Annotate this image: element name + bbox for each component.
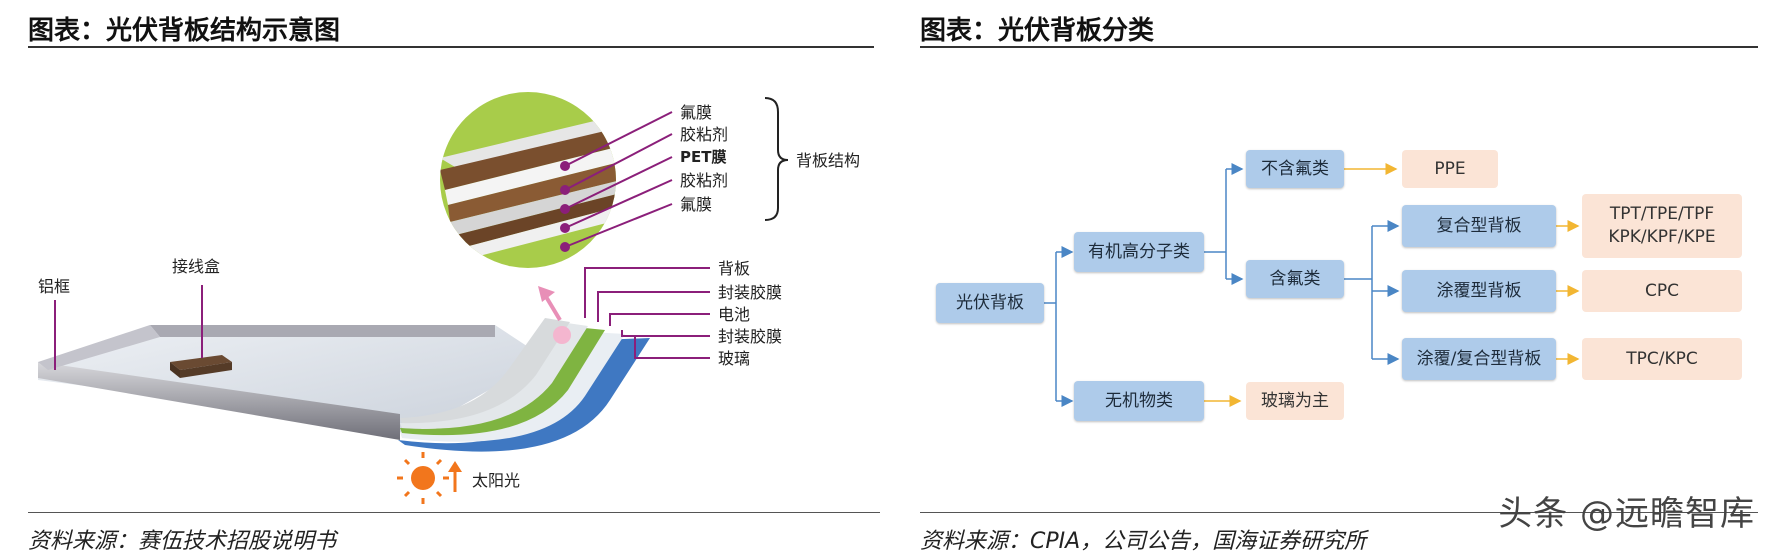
node-ppe: PPE (1402, 150, 1498, 188)
junction-box (170, 355, 232, 370)
watermark: 头条 @远瞻智库 (1498, 494, 1755, 534)
left-title-rule (28, 46, 874, 48)
label-sunlight: 太阳光 (472, 471, 520, 490)
node-tpt-group: TPT/TPE/TPF KPK/KPF/KPE (1582, 194, 1742, 258)
right-source-rule (920, 512, 1758, 513)
backsheet-layer (400, 318, 570, 424)
sun-icon (397, 452, 449, 504)
encapsulant-2-layer (400, 332, 625, 442)
node-tpt-line2: KPK/KPF/KPE (1608, 227, 1716, 247)
label-junction-box: 接线盒 (172, 257, 220, 276)
node-cpc: CPC (1582, 270, 1742, 312)
panel-surface (38, 325, 545, 438)
left-source-rule (28, 512, 880, 513)
right-source: 资料来源：CPIA，公司公告，国海证券研究所 (920, 529, 1367, 554)
right-title-rule (920, 46, 1758, 48)
left-source: 资料来源：赛伍技术招股说明书 (28, 529, 337, 554)
node-no-fluorine: 不含氟类 (1246, 150, 1344, 188)
label-pet-film: PET膜 (680, 148, 726, 166)
label-encapsulant-1: 封装胶膜 (718, 283, 782, 302)
label-cell: 电池 (718, 305, 750, 324)
node-coated-composite: 涂覆/复合型背板 (1402, 338, 1556, 380)
aluminum-frame-back (150, 325, 495, 337)
node-coated: 涂覆型背板 (1402, 270, 1556, 312)
label-backsheet: 背板 (718, 259, 750, 278)
aluminum-frame-front (38, 362, 400, 440)
label-fluoro-film-2: 氟膜 (680, 195, 712, 214)
label-glass: 玻璃 (718, 349, 750, 368)
up-arrow-icon (448, 461, 462, 492)
node-composite: 复合型背板 (1402, 205, 1556, 247)
label-backsheet-structure: 背板结构 (796, 151, 860, 170)
node-organic: 有机高分子类 (1074, 232, 1204, 272)
label-encapsulant-2: 封装胶膜 (718, 327, 782, 346)
backsheet-structure-diagram: 氟膜 胶粘剂 PET膜 胶粘剂 氟膜 背板结构 背板 封装胶膜 电池 封装胶膜 … (38, 92, 860, 504)
node-fluorine: 含氟类 (1246, 260, 1344, 298)
node-tpc: TPC/KPC (1582, 338, 1742, 380)
label-fluoro-film-1: 氟膜 (680, 103, 712, 122)
label-adhesive-2: 胶粘剂 (680, 171, 728, 190)
label-adhesive-1: 胶粘剂 (680, 125, 728, 144)
left-panel-title: 图表：光伏背板结构示意图 (28, 16, 341, 46)
node-tpt-line1: TPT/TPE/TPF (1609, 204, 1715, 225)
node-inorganic: 无机物类 (1074, 381, 1204, 421)
node-glass-main: 玻璃为主 (1246, 382, 1344, 420)
node-root: 光伏背板 (936, 283, 1044, 323)
label-aluminum-frame: 铝框 (38, 277, 70, 296)
right-panel-title: 图表：光伏背板分类 (920, 16, 1155, 46)
